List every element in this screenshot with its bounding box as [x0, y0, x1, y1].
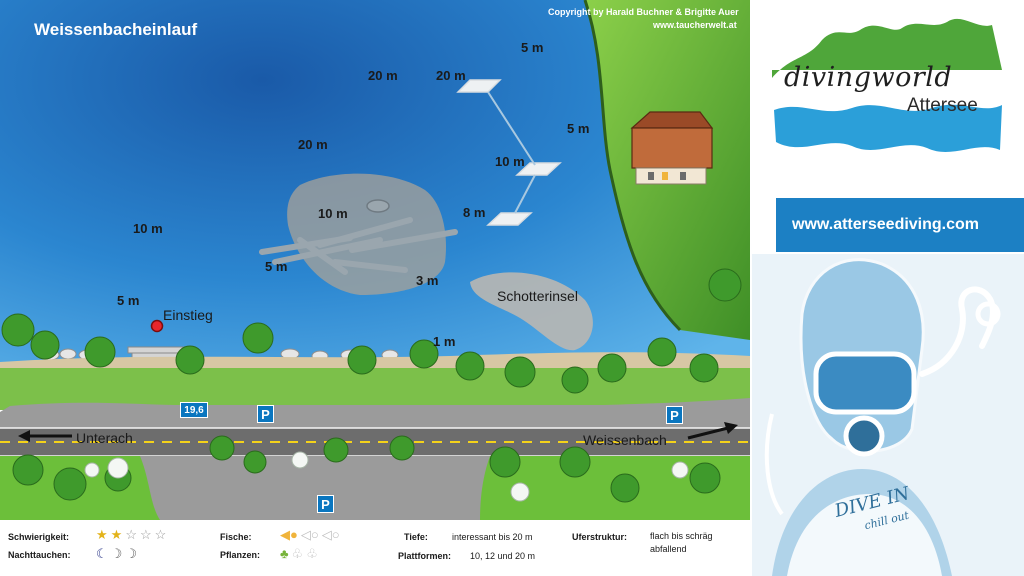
plant-icon: ♧ — [291, 546, 304, 561]
moon-icon: ☾ — [96, 546, 108, 561]
sunken-logs — [259, 217, 458, 275]
depth-label: 10 m — [495, 154, 525, 169]
plants-rating: ♣♧♧ — [280, 547, 318, 561]
depth-info-label: Tiefe: — [404, 532, 428, 542]
shore-structure-value-2: abfallend — [650, 544, 687, 554]
plant-icon: ♧ — [306, 546, 318, 561]
gravel-island — [470, 272, 593, 351]
depth-label: 10 m — [133, 221, 163, 236]
depth-label: 8 m — [463, 205, 486, 220]
depth-label: 5 m — [521, 40, 544, 55]
shore-structure-value: flach bis schräg — [650, 531, 713, 541]
depth-label: 5 m — [265, 259, 288, 274]
depth-label: 20 m — [368, 68, 398, 83]
plants-label: Pflanzen: — [220, 550, 261, 560]
depth-label: 20 m — [436, 68, 466, 83]
info-footer: Schwierigkeit: ★★☆☆☆ Nachttauchen: ☾☽☽ F… — [0, 520, 750, 576]
depth-label: 5 m — [117, 293, 140, 308]
map-title: Weissenbacheinlauf — [34, 20, 198, 39]
entry-point-marker — [150, 319, 164, 333]
km-marker: 19,6 — [180, 402, 208, 418]
source-website: www.taucherwelt.at — [653, 20, 737, 30]
platforms-value: 10, 12 und 20 m — [470, 551, 536, 561]
logo-subtitle: Attersee — [907, 95, 978, 116]
depth-info-value: interessant bis 20 m — [452, 532, 533, 542]
difficulty-label: Schwierigkeit: — [8, 532, 70, 542]
star-icon: ★ — [110, 527, 123, 542]
road-label-weissenbach: Weissenbach — [583, 432, 667, 448]
copyright-text: Copyright by Harald Buchner & Brigitte A… — [548, 7, 739, 17]
dive-site-map: Weissenbacheinlauf Copyright by Harald B… — [0, 0, 750, 520]
logo-mountains — [772, 18, 1002, 152]
depth-label: 3 m — [416, 273, 439, 288]
road-label-unterach: Unterach — [76, 430, 133, 446]
website-link[interactable]: www.atterseediving.com — [776, 198, 1024, 252]
fish-icon: ◀● — [280, 527, 298, 542]
depth-label: 1 m — [433, 334, 456, 349]
platforms-label: Plattformen: — [398, 551, 452, 561]
moon-icon: ☽ — [110, 546, 123, 561]
brand-sidebar: divingworld Attersee www.atterseediving.… — [752, 0, 1024, 576]
parking-icon: P — [317, 495, 334, 513]
fish-icon: ◁○ — [300, 527, 319, 542]
trees — [1, 268, 742, 503]
parking-icon: P — [257, 405, 274, 423]
night-dive-rating: ☾☽☽ — [96, 547, 137, 561]
plant-icon: ♣ — [280, 546, 289, 561]
fish-icon: ◁○ — [321, 527, 340, 542]
depth-label: 10 m — [318, 206, 348, 221]
night-dive-label: Nachttauchen: — [8, 550, 71, 560]
star-icon: ☆ — [139, 527, 152, 542]
depth-label: 5 m — [567, 121, 590, 136]
shore-structure-label: Uferstruktur: — [572, 532, 628, 542]
parking-icon: P — [666, 406, 683, 424]
logo-wordmark: divingworld — [784, 62, 953, 93]
depth-label: 20 m — [298, 137, 328, 152]
star-icon: ☆ — [125, 527, 137, 542]
diver-illustration: DIVE IN chill out — [752, 254, 1024, 576]
road — [0, 428, 750, 456]
gravel-island-label: Schotterinsel — [497, 288, 578, 304]
star-icon: ☆ — [154, 527, 167, 542]
entry-label: Einstieg — [163, 307, 213, 323]
difficulty-rating: ★★☆☆☆ — [96, 528, 166, 542]
moon-icon: ☽ — [125, 546, 137, 561]
fish-label: Fische: — [220, 532, 252, 542]
house-icon — [630, 111, 714, 185]
fish-rating: ◀●◁○◁○ — [280, 528, 340, 542]
platforms — [456, 79, 562, 226]
arrow-right-icon — [687, 422, 738, 440]
star-icon: ★ — [96, 527, 108, 542]
arrow-left-icon — [18, 430, 72, 442]
grass-band — [0, 368, 750, 410]
diver-icon — [764, 258, 1001, 576]
